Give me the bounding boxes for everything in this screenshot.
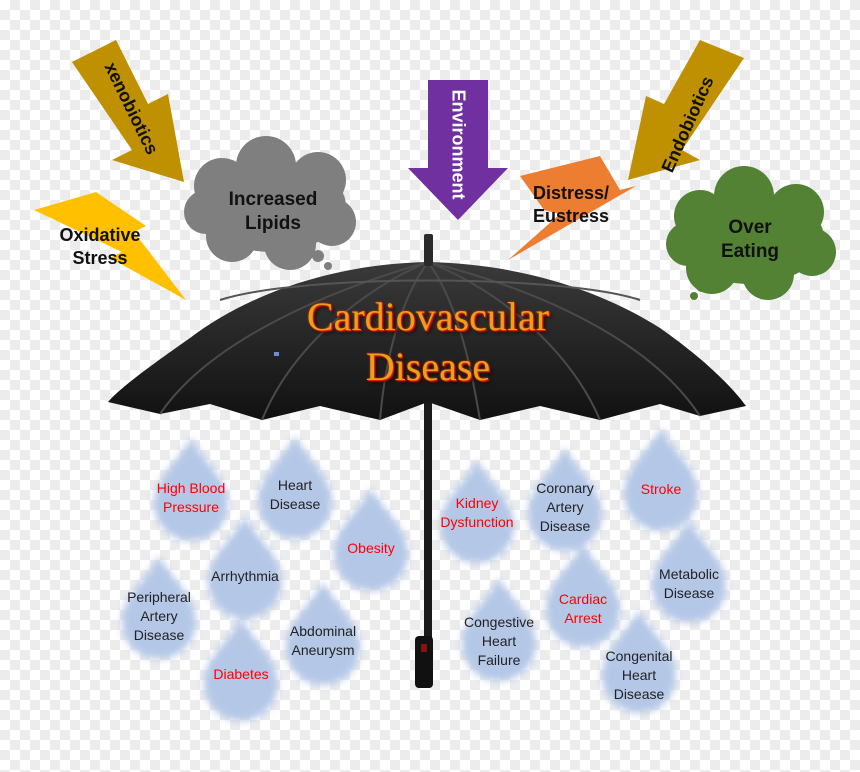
umbrella-tip <box>424 234 433 266</box>
drop-congestive-heart <box>462 578 536 681</box>
oxidative-stress-label: Oxidative Stress <box>59 225 141 268</box>
drop-label-line: Artery <box>140 607 178 624</box>
diagram-title: Cardiovascular Disease <box>307 292 549 392</box>
drop-label-line: Artery <box>546 498 584 515</box>
drop-label-line: Arrest <box>564 609 602 626</box>
drop-obesity <box>334 488 408 591</box>
drop-label-line: Diabetes <box>213 666 269 682</box>
drop-label-line: Pressure <box>162 498 220 515</box>
rain-drops <box>122 428 726 721</box>
over-eating-cloud <box>666 166 836 300</box>
title-line1: Cardiovascular <box>306 294 550 339</box>
drop-label-line: High Blood <box>156 480 226 496</box>
endobiotics-arrow <box>628 40 744 180</box>
drop-kidney-dysfunction <box>440 460 514 563</box>
over-eating-label: Over Eating <box>720 217 780 262</box>
drop-label-line: Failure <box>477 651 521 668</box>
environment-arrow <box>408 80 508 220</box>
drop-heart-disease <box>258 436 332 539</box>
umbrella-handle <box>415 636 433 688</box>
drop-label: Obesity <box>311 539 431 558</box>
drop-label: Diabetes <box>181 665 301 684</box>
distress-bolt <box>508 156 636 260</box>
drop-coronary-artery <box>528 448 602 551</box>
drop-label-line: Disease <box>269 495 321 512</box>
drop-label-line: Heart <box>277 477 313 493</box>
drop-label-line: Cardiac <box>558 591 608 607</box>
xenobiotics-arrow <box>72 40 184 182</box>
drop-arrhythmia <box>208 516 282 619</box>
drop-label: Stroke <box>601 480 721 499</box>
drop-label-line: Stroke <box>640 481 682 497</box>
drop-label-line: Arrhythmia <box>211 568 279 584</box>
drop-peripheral-artery <box>122 556 196 659</box>
increased-lipids-cloud <box>184 136 356 270</box>
drop-label-line: Abdominal <box>289 623 357 639</box>
drop-label-line: Heart <box>621 666 657 683</box>
umbrella <box>108 234 746 688</box>
drop-label-line: Heart <box>481 632 517 649</box>
drop-label-line: Disease <box>663 584 715 601</box>
drop-label-line: Coronary <box>536 480 594 496</box>
umbrella-canopy <box>108 262 746 420</box>
drop-label-line: Kidney <box>455 495 499 511</box>
drop-label-line: Peripheral <box>127 589 191 605</box>
drop-label: Arrhythmia <box>185 567 305 586</box>
drop-label-line: Disease <box>539 517 591 534</box>
drop-congenital-heart <box>602 610 676 713</box>
environment-label: Environment <box>448 89 469 200</box>
drop-label-line: Disease <box>613 685 665 702</box>
umbrella-shaft <box>424 388 432 650</box>
drop-label-line: Congenital <box>605 648 673 664</box>
title-line2: Disease <box>365 344 491 389</box>
oxidative-stress-bolt <box>34 192 186 300</box>
drop-cardiac-arrest <box>546 544 620 647</box>
drop-metabolic-disease <box>652 520 726 623</box>
drop-stroke <box>624 428 698 531</box>
drop-diabetes <box>204 618 278 721</box>
increased-lipids-label: Increased Lipids <box>228 189 318 234</box>
drop-label-line: Aneurysm <box>291 641 355 658</box>
distress-label: Distress/ Eustress <box>532 183 610 226</box>
drop-abdominal-aneurysm <box>286 582 360 685</box>
drop-label-line: Congestive <box>463 614 535 630</box>
drop-label-line: Dysfunction <box>440 513 514 530</box>
drop-label-line: Obesity <box>347 540 395 556</box>
drop-label-line: Disease <box>133 626 185 643</box>
drop-label-line: Metabolic <box>659 566 719 582</box>
drop-high-blood-pressure <box>154 438 228 541</box>
